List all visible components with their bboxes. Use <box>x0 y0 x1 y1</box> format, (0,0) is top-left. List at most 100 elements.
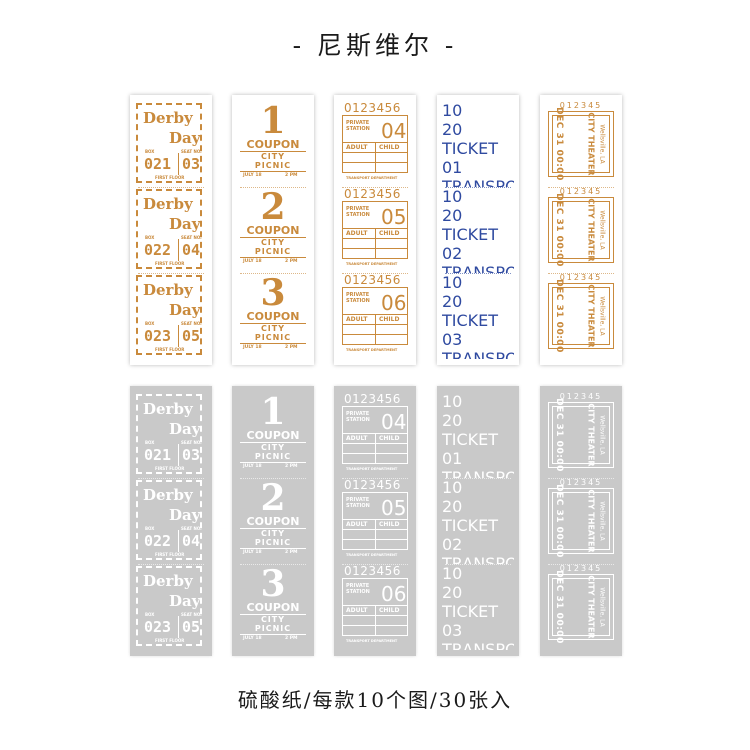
coupon-label: COUPON <box>246 224 300 237</box>
ticket-right-number: 02 <box>442 244 463 263</box>
inner-frame <box>552 287 610 345</box>
theater-date: DEC 31 00:00 <box>554 193 564 267</box>
ticket-frame <box>136 275 202 355</box>
theater-date: DEC 31 00:00 <box>554 398 564 472</box>
box-label: BOX <box>145 149 155 154</box>
station-line: STATION <box>346 503 370 509</box>
picnic-line: PICNIC <box>254 452 292 461</box>
city-line: CITY <box>260 152 286 161</box>
divider-line <box>375 314 376 345</box>
divider-line <box>240 462 306 463</box>
divider-line <box>178 153 179 175</box>
transport-line: TRANSPORT <box>442 177 514 187</box>
station-code: 0123456 <box>344 187 401 201</box>
coupon-time: 2 PM <box>285 550 298 555</box>
divider-line <box>240 171 306 172</box>
perforation-line <box>138 478 204 479</box>
perforation-line <box>548 564 614 565</box>
inner-frame <box>552 578 610 636</box>
theater-location: Wellsville, LA <box>598 501 606 541</box>
box-label: BOX <box>145 321 155 326</box>
station-number: 04 <box>381 410 407 434</box>
dept-label: TRANSPORT DEPARTMENT <box>346 467 398 471</box>
perforation-line <box>342 273 408 274</box>
city-line: CITY <box>260 615 286 624</box>
divider-line <box>240 237 306 238</box>
theater-location: Wellsville, LA <box>598 415 606 455</box>
theater-code: 012345 <box>559 187 603 196</box>
coupon-date: JULY 18 <box>243 345 262 350</box>
day-word: Day <box>169 215 201 233</box>
dept-label: TRANSPORT DEPARTMENT <box>346 262 398 266</box>
perforation-line <box>138 187 204 188</box>
transport-services: TRANSPORTSERVICES <box>442 640 514 650</box>
station-line: STATION <box>346 126 370 132</box>
divider-line <box>178 616 179 638</box>
seat-number: 04 <box>182 241 201 259</box>
station-code: 0123456 <box>344 101 401 115</box>
theater-title: CITY THEATER <box>586 112 596 176</box>
inner-frame <box>552 492 610 550</box>
inner-frame <box>552 406 610 464</box>
theater-code: 012345 <box>559 101 603 110</box>
city-line: CITY <box>260 238 286 247</box>
adult-label: ADULT <box>346 521 368 528</box>
coupon-number: 3 <box>260 273 286 314</box>
theater-date: DEC 31 00:00 <box>554 570 564 644</box>
coupon-label: COUPON <box>246 429 300 442</box>
perforation-line <box>240 478 306 479</box>
seat-label: SEAT NO. <box>181 440 202 445</box>
coupon-time: 2 PM <box>285 173 298 178</box>
coupon-label: COUPON <box>246 601 300 614</box>
ticket-frame <box>548 488 614 554</box>
private-line: PRIVATE <box>346 206 370 212</box>
perforation-line <box>548 273 614 274</box>
small-word: TICKET <box>442 139 499 158</box>
dept-label: TRANSPORT DEPARTMENT <box>346 639 398 643</box>
coupon-time: 2 PM <box>285 259 298 264</box>
transport-line: TRANSPORT <box>442 554 514 564</box>
private-line: PRIVATE <box>346 497 370 503</box>
divider-line <box>240 257 306 258</box>
derby-word: Derby <box>143 400 193 418</box>
divider-line <box>375 228 376 259</box>
box-number: 023 <box>144 327 172 345</box>
box-label: BOX <box>145 235 155 240</box>
perforation-line <box>240 187 306 188</box>
small-number: 20 <box>442 583 463 602</box>
station-code: 0123456 <box>344 273 401 287</box>
seat-label: SEAT NO. <box>181 149 202 154</box>
perforation-line <box>138 564 204 565</box>
station-number: 06 <box>381 582 407 606</box>
perforation-line <box>445 187 511 188</box>
perforation-line <box>548 187 614 188</box>
perforation-line <box>138 273 204 274</box>
theater-code: 012345 <box>559 564 603 573</box>
inner-frame <box>552 115 610 173</box>
child-label: CHILD <box>379 316 400 323</box>
coupon-number: 1 <box>260 392 286 433</box>
private-line: PRIVATE <box>346 292 370 298</box>
transport-strip: 1020TICKET01TRANSPORTSERVICESADULTCHILDK… <box>437 95 519 365</box>
transport-line: TRANSPORT <box>442 640 514 650</box>
transport-ticket: 1020TICKET01TRANSPORTSERVICESADULTCHILDK… <box>442 101 514 187</box>
divider-line <box>375 605 376 636</box>
floor-label: FIRST FLOOR <box>155 466 185 471</box>
divider-line <box>240 548 306 549</box>
floor-label: FIRST FLOOR <box>155 552 185 557</box>
transport-strip-tracing: 1020TICKET01TRANSPORTSERVICESADULTCHILDK… <box>437 386 519 656</box>
box-number: 021 <box>144 155 172 173</box>
